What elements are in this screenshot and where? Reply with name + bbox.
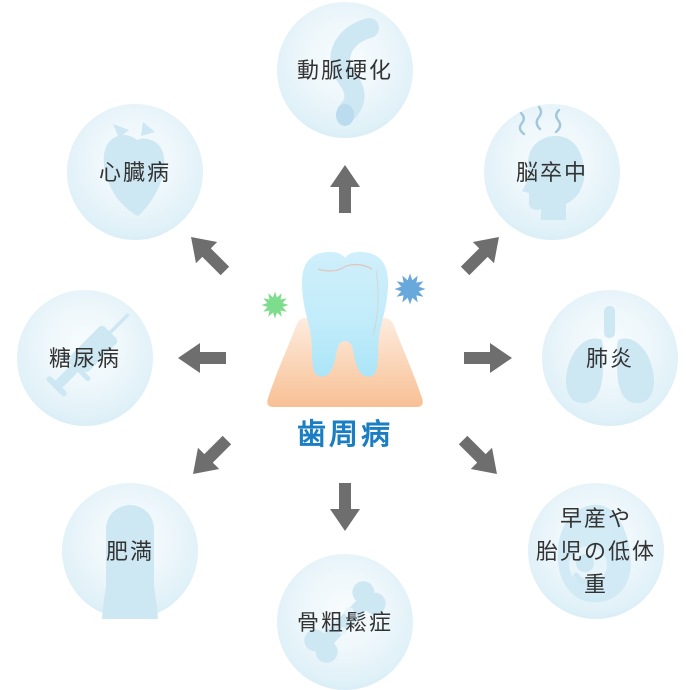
tooth-crack-line bbox=[317, 265, 347, 272]
bubble-label-diabetes: 糖尿病 bbox=[48, 345, 121, 371]
arrow-left-icon bbox=[178, 343, 226, 373]
bubble-label-obesity: 肥満 bbox=[105, 538, 154, 564]
fetus-icon bbox=[557, 504, 631, 603]
bubble-pneumonia: 肺炎 bbox=[542, 290, 678, 426]
arrow-down-left-icon bbox=[182, 429, 237, 484]
arrow-up-icon bbox=[330, 165, 360, 213]
germ-blue-icon bbox=[394, 273, 426, 305]
bubble-heart-disease: 心臓病 bbox=[67, 104, 203, 240]
artery-icon bbox=[330, 18, 379, 126]
tooth-gum-illustration bbox=[255, 245, 435, 410]
head-icon bbox=[518, 105, 585, 220]
bubble-label-heart-disease: 心臓病 bbox=[98, 159, 171, 185]
periodontal-disease-label: 歯周病 bbox=[296, 419, 393, 451]
bubble-diabetes: 糖尿病 bbox=[17, 290, 153, 426]
bubble-label-pneumonia: 肺炎 bbox=[585, 345, 634, 371]
tooth-shape bbox=[301, 252, 389, 377]
bubble-label-premature-birth: 早産や 胎児の低体重 bbox=[535, 505, 656, 597]
bubble-arteriosclerosis: 動脈硬化 bbox=[277, 2, 413, 138]
bubble-label-arteriosclerosis: 動脈硬化 bbox=[296, 57, 393, 83]
heart-icon bbox=[103, 122, 165, 216]
arrow-right-icon bbox=[464, 343, 512, 373]
gum-shape bbox=[267, 317, 423, 407]
bubble-stroke: 脳卒中 bbox=[484, 104, 620, 240]
bubble-label-osteoporosis: 骨粗鬆症 bbox=[296, 609, 393, 635]
arrow-up-left-icon bbox=[180, 226, 235, 281]
arrow-up-right-icon bbox=[454, 226, 509, 281]
bubble-premature-birth: 早産や 胎児の低体重 bbox=[528, 483, 664, 619]
tooth-shine-line bbox=[372, 269, 379, 336]
arrow-down-right-icon bbox=[452, 429, 507, 484]
bubble-obesity: 肥満 bbox=[62, 483, 198, 619]
syringe-icon bbox=[46, 313, 130, 397]
bubble-label-stroke: 脳卒中 bbox=[515, 159, 588, 185]
bone-icon bbox=[304, 581, 386, 663]
arrow-down-icon bbox=[330, 483, 360, 531]
body-icon bbox=[102, 505, 158, 619]
tooth-crack-line bbox=[345, 263, 373, 270]
lungs-icon bbox=[565, 306, 655, 404]
bubble-osteoporosis: 骨粗鬆症 bbox=[277, 554, 413, 690]
germ-green-icon bbox=[261, 291, 289, 319]
